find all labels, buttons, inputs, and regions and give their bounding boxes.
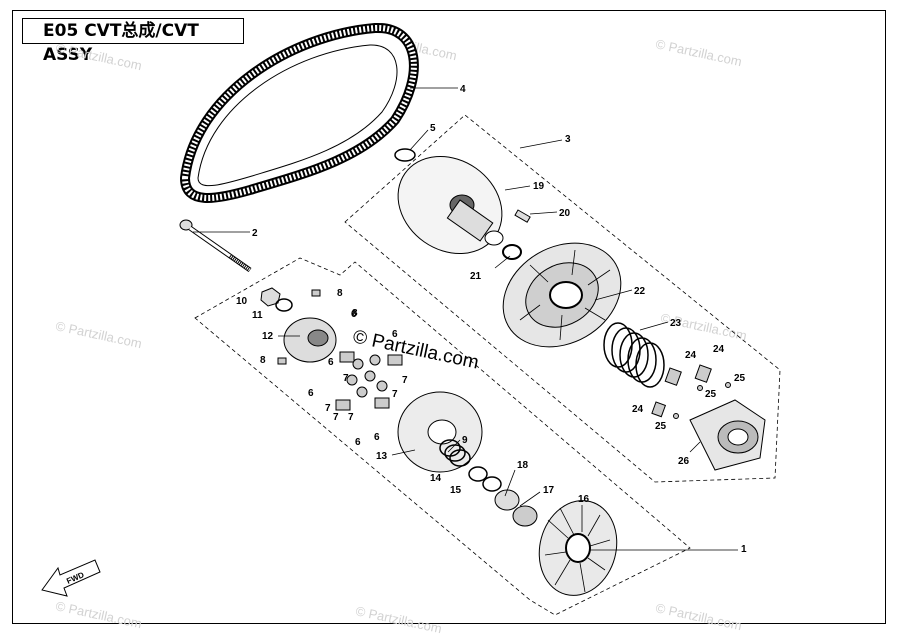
callouts: 1 2 3 4 5 6 6 6 6 6 6 7 7 7 7 7 7 8 8 8 … [236, 84, 747, 555]
circlip [502, 244, 522, 260]
callout-20: 20 [559, 208, 571, 219]
callout-11: 11 [252, 310, 263, 321]
diagram-frame [12, 10, 886, 624]
callout-7: 7 [348, 412, 354, 423]
driven-pulley-outline [344, 114, 781, 483]
washer [482, 476, 502, 492]
rollers-sliders [335, 351, 403, 411]
callout-7: 7 [325, 403, 331, 414]
callout-7: 7 [343, 373, 349, 384]
cvt-belt [179, 22, 419, 203]
callout-1: 1 [741, 544, 747, 555]
callout-9: 9 [462, 435, 468, 446]
callout-5: 5 [430, 123, 436, 134]
callout-25: 25 [734, 373, 746, 384]
callout-8: 8 [260, 355, 266, 366]
callout-16: 16 [578, 494, 590, 505]
callout-25: 25 [705, 389, 717, 400]
callout-25: 25 [655, 421, 667, 432]
callout-14: 14 [430, 473, 442, 484]
callout-13: 13 [376, 451, 388, 462]
callout-7: 7 [402, 375, 408, 386]
callout-17: 17 [543, 485, 555, 496]
drive-movable-sheave [397, 391, 483, 473]
watermark: © Partzilla.com [654, 36, 743, 69]
callout-24: 24 [713, 344, 725, 355]
drive-pulley-outline [194, 257, 691, 616]
callout-22: 22 [634, 286, 646, 297]
leader-lines [193, 87, 738, 551]
watermarks: © Partzilla.com © Partzilla.com © Partzi… [54, 30, 748, 635]
assembly-outlines [194, 114, 781, 616]
callout-21: 21 [470, 271, 482, 282]
spring [603, 322, 665, 388]
callout-12: 12 [262, 331, 274, 342]
callout-15: 15 [450, 485, 462, 496]
callout-8: 8 [352, 308, 358, 319]
callout-6: 6 [351, 309, 357, 320]
nut [260, 287, 281, 307]
screw [311, 289, 321, 297]
watermark-center: © Partzilla.com [351, 326, 481, 373]
callout-3: 3 [565, 134, 571, 145]
brackets [651, 364, 731, 419]
bushing [494, 489, 520, 511]
key [514, 209, 531, 223]
callout-4: 4 [460, 84, 466, 95]
screw [277, 357, 287, 365]
callout-10: 10 [236, 296, 248, 307]
callout-6: 6 [392, 329, 398, 340]
bolt [179, 219, 252, 273]
callout-6: 6 [328, 357, 334, 368]
watermark: © Partzilla.com [354, 603, 443, 635]
watermark: © Partzilla.com [654, 600, 743, 633]
drive-fixed-sheave [538, 500, 618, 596]
callout-7: 7 [392, 389, 398, 400]
cover-cup [689, 399, 766, 471]
diagram-title: E05 CVT总成/CVT ASSY [22, 18, 244, 65]
watermark: © Partzilla.com [54, 598, 143, 631]
watermark: © Partzilla.com [54, 318, 143, 351]
callout-2: 2 [252, 228, 258, 239]
o-ring [394, 148, 416, 162]
callout-19: 19 [533, 181, 545, 192]
callout-8: 8 [337, 288, 343, 299]
callout-24: 24 [685, 350, 697, 361]
callout-18: 18 [517, 460, 529, 471]
fwd-arrow: FWD [41, 559, 101, 597]
callout-23: 23 [670, 318, 682, 329]
callout-6: 6 [308, 388, 314, 399]
callout-6: 6 [355, 437, 361, 448]
drive-cover [283, 317, 337, 363]
bushing [512, 505, 538, 527]
watermark: © Partzilla.com [54, 40, 143, 73]
callout-7: 7 [333, 412, 339, 423]
callout-24: 24 [632, 404, 644, 415]
callout-6: 6 [374, 432, 380, 443]
driven-fixed-sheave [397, 155, 504, 255]
washer [275, 298, 293, 312]
washer [468, 466, 488, 482]
callout-26: 26 [678, 456, 690, 467]
driven-movable-sheave [502, 242, 622, 348]
